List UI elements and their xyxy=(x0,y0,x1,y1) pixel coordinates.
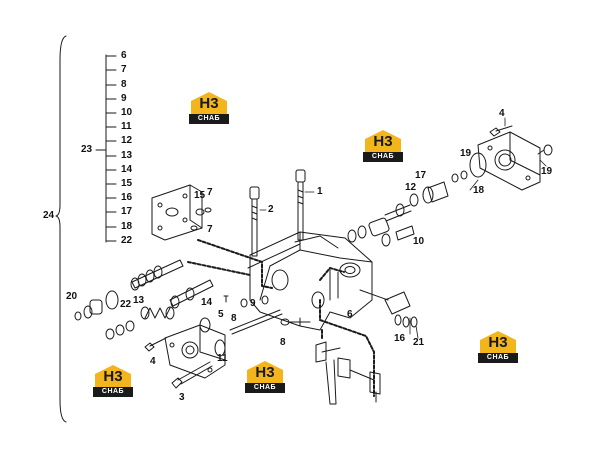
rod-14 xyxy=(229,309,283,335)
callout-8b: 8 xyxy=(231,313,237,324)
callout-16b: 16 xyxy=(394,333,406,344)
small-rings xyxy=(105,320,135,340)
callout-5: 5 xyxy=(218,309,224,320)
callout-13a: 13 xyxy=(121,150,133,161)
plug-10 xyxy=(381,225,415,247)
rings-18-19 xyxy=(451,144,553,183)
callout-22a: 22 xyxy=(121,235,133,246)
callout-6b: 6 xyxy=(347,309,353,320)
oring-11 xyxy=(214,339,226,357)
callout-11b: 11 xyxy=(217,353,228,364)
callout-3: 3 xyxy=(179,392,185,403)
callout-18b: 18 xyxy=(473,185,485,196)
callout-21: 21 xyxy=(413,337,425,348)
plug-20 xyxy=(74,290,119,321)
callout-9a: 9 xyxy=(121,93,127,104)
watermark-logo: H3 CHAБ xyxy=(361,129,405,165)
bolt-2 xyxy=(249,186,260,257)
spool-lower xyxy=(169,279,214,309)
callout-9b: 9 xyxy=(250,298,256,309)
valve-16-21 xyxy=(359,289,418,328)
callout-12b: 12 xyxy=(405,182,417,193)
clips-7-15 xyxy=(190,207,212,231)
callout-10b: 10 xyxy=(413,236,425,247)
callout-4a: 4 xyxy=(150,356,156,367)
callout-4b: 4 xyxy=(499,108,505,119)
callout-19b: 19 xyxy=(541,166,553,177)
callout-15b: 15 xyxy=(194,190,206,201)
spool-right xyxy=(347,204,412,243)
plug-12-17 xyxy=(395,181,449,217)
callout-7a: 7 xyxy=(121,64,127,75)
callout-7c: 7 xyxy=(207,224,213,235)
callout-16a: 16 xyxy=(121,192,133,203)
callout-6a: 6 xyxy=(121,50,127,61)
callout-20: 20 xyxy=(66,291,78,302)
callout-11a: 11 xyxy=(121,121,132,132)
dashed-guides xyxy=(187,239,375,397)
callout-10a: 10 xyxy=(121,107,133,118)
spring-left xyxy=(140,306,175,320)
linkage-6 xyxy=(315,341,381,405)
callout-19a: 19 xyxy=(460,148,472,159)
watermark-logo: H3 CHAБ xyxy=(476,330,520,366)
callout-12a: 12 xyxy=(121,135,133,146)
callout-14b: 14 xyxy=(201,297,213,308)
bolt-4-left xyxy=(144,337,167,352)
bolt-1 xyxy=(295,169,306,241)
callout-14a: 14 xyxy=(121,164,133,175)
pin-5-8-9 xyxy=(223,295,290,326)
list-ticks xyxy=(105,55,117,242)
callout-15a: 15 xyxy=(121,178,133,189)
watermark-logo: H3 CHAБ xyxy=(187,91,231,127)
right-flange xyxy=(477,131,541,191)
callout-24: 24 xyxy=(43,210,55,221)
watermark-logo: H3 CHAБ xyxy=(243,360,287,396)
left-cover xyxy=(151,184,203,241)
callout-22b: 22 xyxy=(120,299,132,310)
leader-lines xyxy=(259,117,547,339)
oring-14 xyxy=(199,317,211,333)
callout-17a: 17 xyxy=(121,206,133,217)
callout-18a: 18 xyxy=(121,221,133,232)
spool-upper xyxy=(130,259,184,291)
callout-13b: 13 xyxy=(133,295,145,306)
callout-7b: 7 xyxy=(207,187,213,198)
callout-8c: 8 xyxy=(280,337,286,348)
bolt-4-right xyxy=(489,125,513,137)
callout-2: 2 xyxy=(268,204,274,215)
valve-body xyxy=(247,231,373,331)
callout-1: 1 xyxy=(317,186,323,197)
callout-23: 23 xyxy=(81,144,93,155)
callout-8a: 8 xyxy=(121,79,127,90)
watermark-logo: H3 CHAБ xyxy=(91,364,135,400)
bracket-24 xyxy=(55,35,67,423)
bolt-3 xyxy=(171,361,213,389)
callout-17b: 17 xyxy=(415,170,427,181)
